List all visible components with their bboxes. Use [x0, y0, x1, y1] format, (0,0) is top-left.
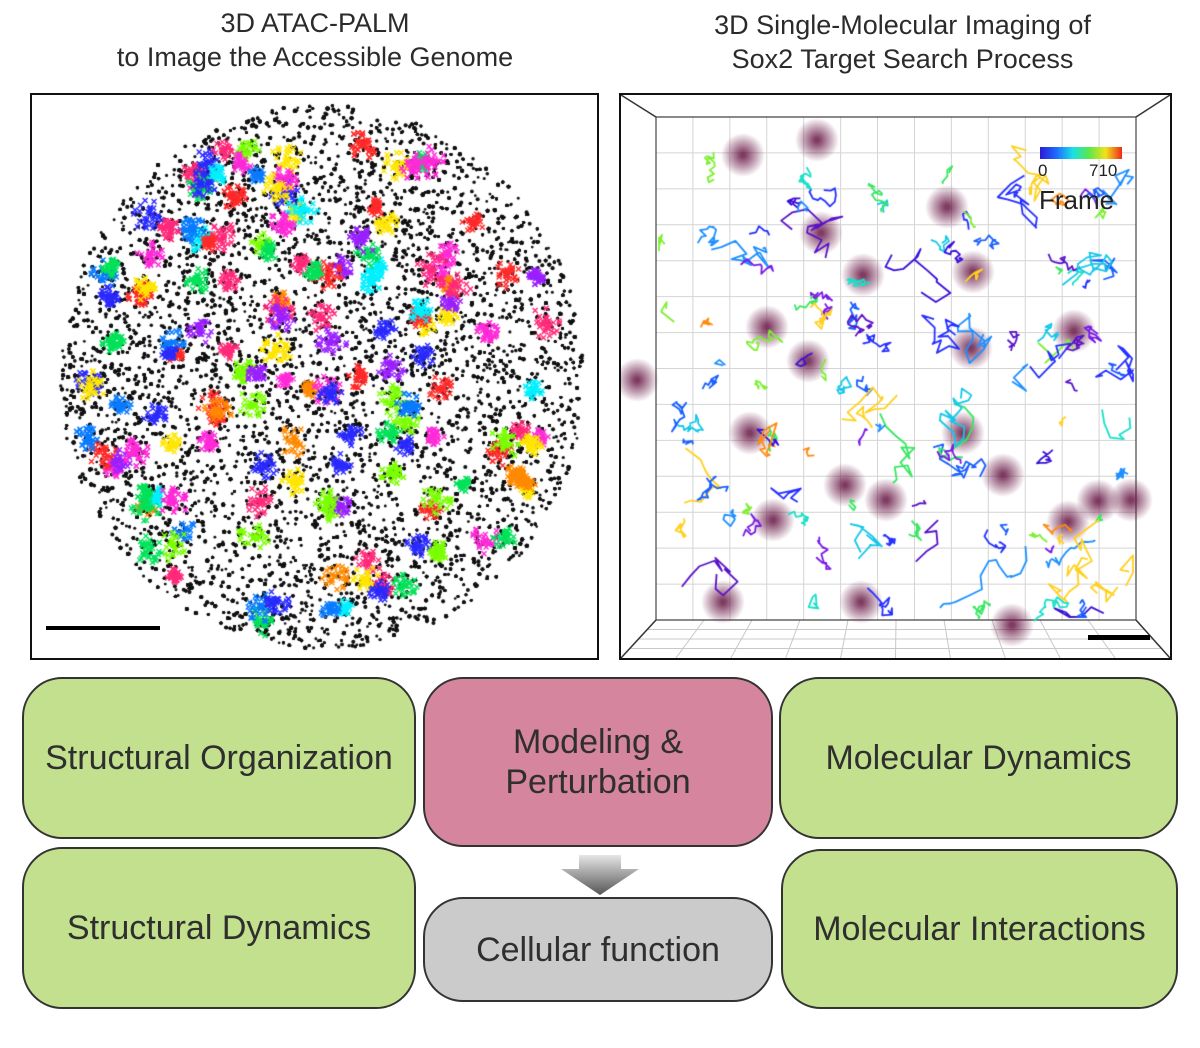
right-scale-bar	[1088, 635, 1150, 640]
cellular-function-label: Cellular function	[476, 930, 720, 969]
left-title-line2: to Image the Accessible Genome	[116, 42, 514, 72]
modeling-label-line2: Perturbation	[505, 763, 691, 801]
molecular-interactions-label: Molecular Interactions	[813, 910, 1146, 948]
colorbar-max-label: 710	[1089, 161, 1118, 180]
molecular-interactions-box: Molecular Interactions	[781, 849, 1178, 1009]
colorbar-caption: Frame	[1039, 185, 1115, 215]
right-panel-title: 3D Single-Molecular Imaging of Sox2 Targ…	[605, 8, 1200, 76]
structural-organization-label: Structural Organization	[45, 739, 393, 777]
cellular-function-box: Cellular function	[423, 897, 773, 1002]
sox2-tracking-panel: 0 710 Frame	[619, 93, 1172, 660]
overlay-layer	[1040, 147, 1150, 640]
left-title-line1: 3D ATAC-PALM	[220, 8, 410, 38]
colorbar-min-label: 0	[1038, 161, 1048, 180]
right-title-line1: 3D Single-Molecular Imaging of	[714, 10, 1091, 40]
molecular-dynamics-label: Molecular Dynamics	[825, 739, 1132, 777]
left-panel-title: 3D ATAC-PALM to Image the Accessible Gen…	[30, 6, 600, 74]
frame-colorbar	[1040, 147, 1122, 159]
structural-dynamics-label: Structural Dynamics	[66, 909, 372, 947]
structural-organization-box: Structural Organization	[22, 677, 416, 839]
nucleus-point-cloud	[32, 95, 597, 658]
down-arrow-icon	[561, 855, 639, 895]
molecule-tracks	[621, 95, 1170, 658]
left-scale-bar-layer	[46, 626, 160, 630]
molecular-dynamics-box: Molecular Dynamics	[779, 677, 1178, 839]
structural-dynamics-box: Structural Dynamics	[22, 847, 416, 1009]
left-scale-bar	[46, 626, 160, 630]
modeling-perturbation-box: Modeling & Perturbation	[423, 677, 773, 847]
modeling-label-line1: Modeling &	[512, 723, 684, 761]
right-title-line2: Sox2 Target Search Process	[731, 44, 1074, 74]
atac-palm-image-panel	[30, 93, 599, 660]
